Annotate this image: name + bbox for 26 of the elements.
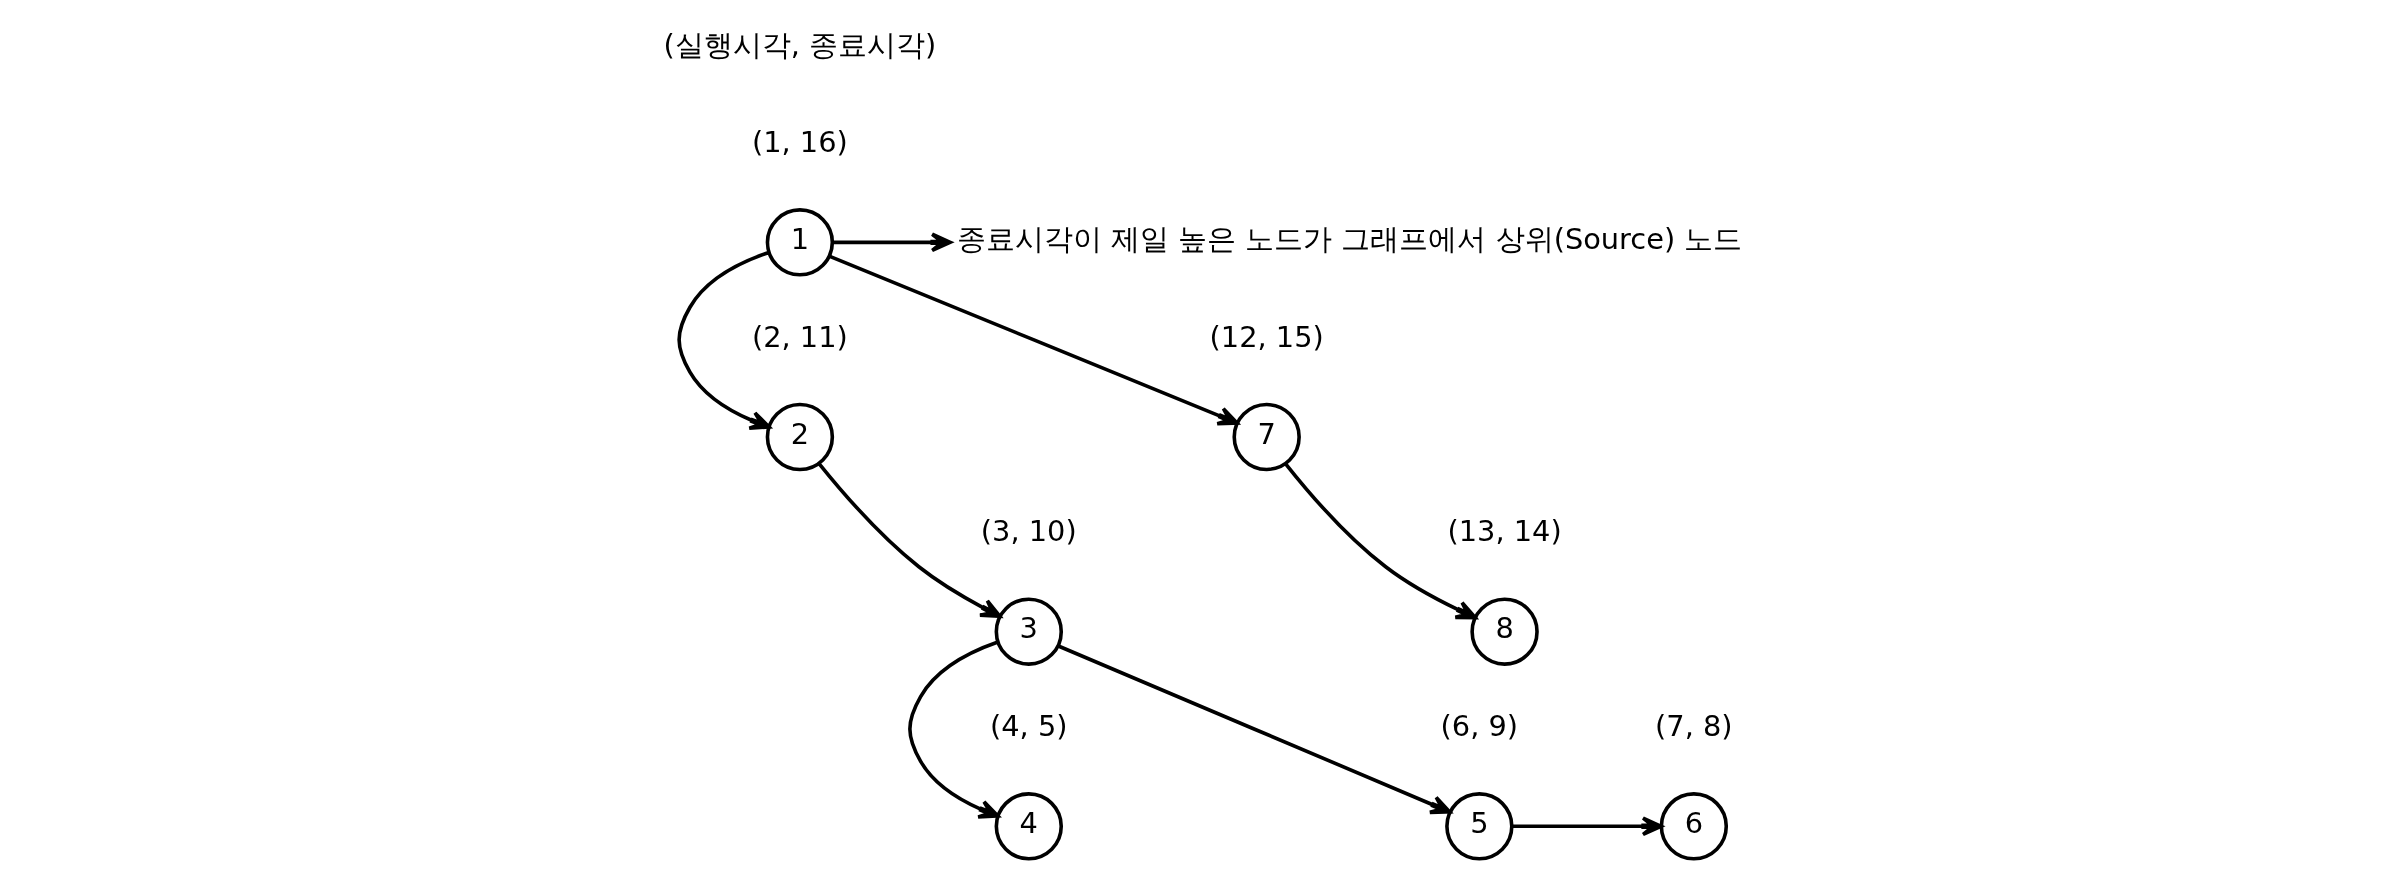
node-circle: 4 — [994, 792, 1064, 861]
node-label: (7, 8) — [1655, 708, 1733, 743]
arrow — [1512, 816, 1663, 837]
node-circle: 7 — [1232, 402, 1301, 472]
node-text: 종료시각이 제일 높은 노드가 그래프에서 상위(Source) 노드 — [956, 222, 1743, 257]
arrow — [829, 254, 1239, 426]
node-label: (1, 16) — [751, 124, 848, 159]
arrow — [677, 250, 771, 430]
arrow — [832, 232, 953, 253]
node-circle: 1 — [765, 208, 835, 277]
node-label: (3, 10) — [980, 514, 1077, 549]
node-label: (13, 14) — [1447, 514, 1562, 549]
node-circle: 6 — [1659, 792, 1729, 861]
arrow — [1057, 644, 1452, 815]
node-label: (2, 11) — [751, 319, 848, 354]
node-label: (4, 5) — [990, 708, 1068, 743]
arrow — [1284, 462, 1477, 620]
node-circle: 3 — [994, 597, 1064, 666]
node-label: (12, 15) — [1209, 319, 1324, 354]
label: (실행시각, 종료시각) — [663, 27, 937, 62]
node-circle: 2 — [765, 402, 835, 472]
node-circle: 8 — [1470, 597, 1539, 666]
arrow — [908, 640, 1000, 819]
arrow — [817, 462, 1002, 618]
node-label: (6, 9) — [1440, 708, 1519, 743]
node-circle: 5 — [1445, 792, 1514, 861]
